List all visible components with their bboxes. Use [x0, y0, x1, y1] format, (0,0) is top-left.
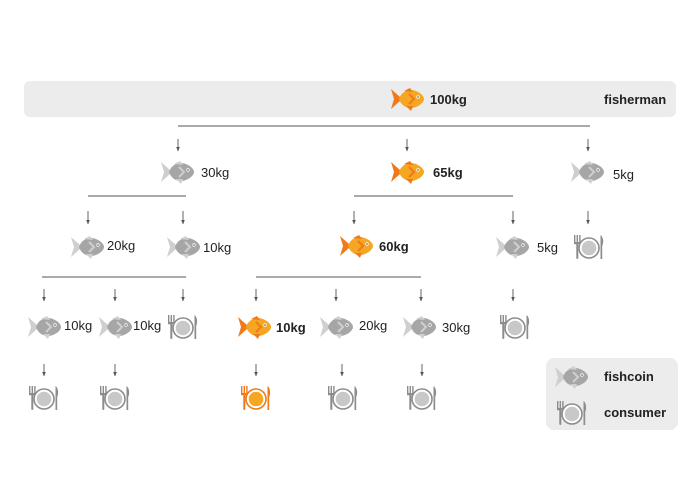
- amount-l2-c: 60kg: [379, 239, 409, 254]
- legend-fish-icon: [553, 362, 589, 392]
- amount-l3-e: 30kg: [442, 320, 471, 335]
- fish-icon-l1-b: [389, 157, 425, 187]
- amount-l2-a: 20kg: [107, 238, 136, 253]
- amount-l3-d: 20kg: [359, 318, 388, 333]
- fish-icon-root: [389, 84, 425, 114]
- root-amount: 100kg: [430, 92, 467, 107]
- legend-plate-label: consumer: [604, 405, 667, 420]
- plate-icon-l2: [571, 233, 607, 261]
- fisherman-label: fisherman: [604, 92, 667, 107]
- plate-icon-l3: [165, 313, 201, 341]
- fish-icon-l3-a: [26, 312, 62, 342]
- amount-l3-c: 10kg: [276, 320, 306, 335]
- fish-icon-l1-a: [159, 157, 195, 187]
- fish-icon-l1-c: [569, 157, 605, 187]
- amount-l1-a: 30kg: [201, 165, 230, 180]
- plate-icon-l3-right: [497, 313, 533, 341]
- amount-l3-a: 10kg: [64, 318, 93, 333]
- fish-icon-l2-a: [69, 232, 105, 262]
- fish-icon-l2-c: [338, 231, 374, 261]
- plate-icon-l4-d: [325, 384, 361, 412]
- fisherman-banner: [24, 81, 676, 117]
- fish-icon-l3-d: [318, 312, 354, 342]
- fish-icon-l2-b: [165, 232, 201, 262]
- fish-icon-l3-b: [97, 312, 133, 342]
- amount-l2-b: 10kg: [203, 240, 232, 255]
- amount-l1-c: 5kg: [613, 167, 634, 182]
- fish-icon-l3-c: [236, 312, 272, 342]
- fish-icon-l2-d: [494, 232, 530, 262]
- plate-icon-l4-e: [404, 384, 440, 412]
- amount-l3-b: 10kg: [133, 318, 162, 333]
- legend-fish-label: fishcoin: [604, 369, 654, 384]
- amount-l2-d: 5kg: [537, 240, 558, 255]
- plate-icon-l4-c: [238, 384, 274, 412]
- amount-l1-b: 65kg: [433, 165, 463, 180]
- plate-icon-l4-b: [97, 384, 133, 412]
- plate-icon-l4-a: [26, 384, 62, 412]
- legend-plate-icon: [554, 399, 590, 427]
- fish-icon-l3-e: [401, 312, 437, 342]
